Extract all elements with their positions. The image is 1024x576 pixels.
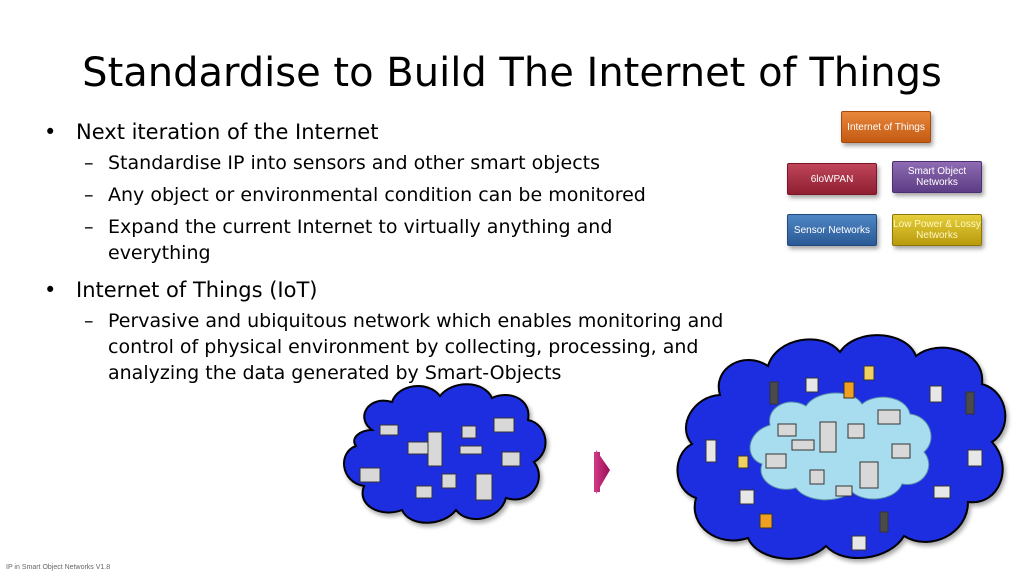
device-icon	[933, 485, 951, 499]
bullet-text: Next iteration of the Internet	[76, 120, 379, 144]
bullet-item: • Internet of Things (IoT)	[44, 276, 764, 304]
sub-bullet-item: – Pervasive and ubiquitous network which…	[44, 308, 748, 386]
lamp-icon	[759, 513, 773, 529]
printer-icon	[461, 425, 477, 439]
lamp-icon	[843, 381, 855, 399]
modem-icon	[407, 441, 431, 455]
tower-icon	[475, 473, 493, 501]
device-icon	[777, 423, 797, 437]
sensor-networks-box: Sensor Networks	[787, 214, 877, 246]
low-power-lossy-networks-box: Low Power & Lossy Networks	[892, 214, 982, 246]
sixlowpan-box: 6loWPAN	[787, 163, 877, 195]
sub-bullet-text: Standardise IP into sensors and other sm…	[108, 152, 601, 174]
camera-icon	[415, 485, 433, 499]
sensor-icon	[805, 377, 819, 393]
laptop-icon	[877, 409, 901, 425]
sub-bullet-item: – Expand the current Internet to virtual…	[44, 214, 668, 266]
small-cloud-devices	[359, 417, 521, 501]
bullet-list: • Next iteration of the Internet – Stand…	[44, 118, 764, 392]
lamp-icon	[737, 455, 749, 469]
transition-arrow-icon	[594, 450, 610, 494]
phone-icon	[891, 443, 911, 459]
internet-of-things-box: Internet of Things	[841, 111, 931, 143]
meter-icon	[929, 385, 943, 403]
sub-bullet-item: – Standardise IP into sensors and other …	[44, 150, 764, 176]
sub-bullet-mark: –	[84, 310, 94, 332]
sub-bullet-mark: –	[84, 216, 94, 238]
monitor-icon	[809, 469, 825, 485]
lamp-icon	[863, 365, 875, 381]
traffic-light-icon	[965, 391, 975, 415]
sub-bullet-item: – Any object or environmental condition …	[44, 182, 764, 208]
large-cloud-devices	[765, 409, 911, 497]
printer-icon	[847, 423, 865, 439]
server-icon	[819, 421, 837, 453]
streetlight-icon	[705, 439, 717, 463]
sub-bullet-text: Pervasive and ubiquitous network which e…	[108, 310, 724, 384]
slide-title: Standardise to Build The Internet of Thi…	[82, 50, 942, 96]
phone-icon	[501, 451, 521, 467]
sub-bullet-text: Any object or environmental condition ca…	[108, 184, 646, 206]
smart-object-networks-box: Smart Object Networks	[892, 161, 982, 193]
monitor-icon	[441, 473, 457, 489]
bullet-item: • Next iteration of the Internet	[44, 118, 764, 146]
camera-icon	[835, 485, 853, 497]
server-icon	[427, 431, 443, 467]
tower-icon	[859, 461, 879, 489]
traffic-light-icon	[769, 381, 779, 405]
phone-icon	[765, 453, 787, 469]
bullet-mark: •	[44, 278, 57, 302]
sensor-icon	[851, 535, 867, 551]
device-icon	[379, 424, 399, 436]
sub-bullet-mark: –	[84, 184, 94, 206]
bullet-text: Internet of Things (IoT)	[76, 278, 318, 302]
bullet-mark: •	[44, 120, 57, 144]
scanner-icon	[459, 445, 483, 455]
phone-icon	[359, 467, 381, 483]
traffic-light-icon	[879, 511, 889, 533]
meter-icon	[739, 489, 755, 505]
sensor-icon	[967, 449, 983, 467]
laptop-icon	[493, 417, 515, 433]
modem-icon	[791, 439, 815, 451]
sub-bullet-mark: –	[84, 152, 94, 174]
sub-bullet-text: Expand the current Internet to virtually…	[108, 216, 613, 264]
slide-footer: IP in Smart Object Networks V1.8	[6, 564, 111, 571]
outer-sensor-devices	[705, 365, 983, 551]
